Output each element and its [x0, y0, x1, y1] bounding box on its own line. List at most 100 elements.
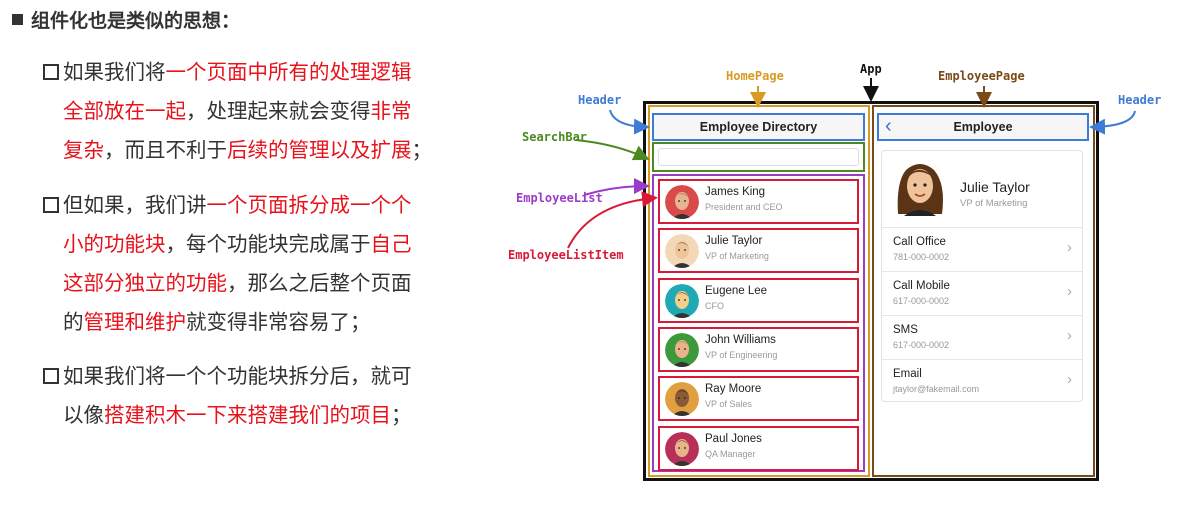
square-bullet-icon — [12, 14, 23, 25]
search-input[interactable] — [658, 148, 859, 166]
employee-list-item[interactable]: Ray Moore VP of Sales — [658, 376, 859, 422]
body-text: 以像 — [63, 403, 104, 427]
bullet-line: 的管理和维护就变得非常容易了； — [43, 303, 483, 342]
highlighted-text: 管理和维护 — [83, 310, 187, 334]
contact-action-label: SMS — [893, 324, 918, 336]
employee-header-title: Employee — [953, 120, 1013, 134]
employee-list-item[interactable]: Paul Jones QA Manager — [658, 425, 859, 471]
bullet-line: 复杂，而且不利于后续的管理以及扩展； — [43, 131, 483, 170]
employee-avatar — [665, 332, 699, 367]
body-text: ； — [411, 138, 433, 162]
app-annotation: App — [860, 62, 882, 76]
searchbar-frame — [652, 142, 865, 172]
contact-action-row[interactable]: Email jtaylor@fakemail.com › — [882, 359, 1082, 403]
employee-list-name: John Williams — [705, 333, 776, 346]
highlighted-text: 后续的管理以及扩展 — [227, 138, 412, 162]
body-text: ，那么之后整个页面 — [227, 271, 412, 295]
bullet-line: 以像搭建积木一下来搭建我们的项目； — [43, 396, 483, 435]
bullet-line: 全部放在一起，处理起来就会变得非常 — [43, 92, 483, 131]
body-text: 就变得非常容易了； — [186, 310, 371, 334]
bullet-point-2: 但如果，我们讲一个页面拆分成一个个小的功能块，每个功能块完成属于自己这部分独立的… — [43, 186, 483, 342]
employee-list-name: Julie Taylor — [705, 235, 763, 248]
body-text: ； — [391, 403, 412, 427]
body-text: 如果我们将 — [63, 60, 166, 84]
employee-detail-card: Julie Taylor VP of Marketing Call Office… — [881, 150, 1083, 402]
body-text: ，每个功能块完成属于 — [165, 232, 371, 256]
section-heading: 组件化也是类似的思想： — [12, 6, 240, 33]
contact-action-value: 617-000-0002 — [893, 340, 950, 350]
employee-avatar — [665, 185, 699, 219]
app-frame — [643, 101, 1099, 481]
contact-action-value: jtaylor@fakemail.com — [893, 384, 980, 394]
home-header-title: Employee Directory — [699, 120, 818, 134]
employee-avatar — [665, 234, 699, 269]
body-text: 的 — [63, 310, 84, 334]
employee-list-title: VP of Engineering — [705, 349, 778, 360]
bullet-line: 小的功能块，每个功能块完成属于自己 — [43, 225, 483, 264]
contact-action-label: Email — [893, 368, 922, 380]
employee-header: ‹ Employee — [877, 113, 1089, 141]
searchbar-annotation: SearchBar — [522, 130, 588, 144]
chevron-left-icon[interactable]: ‹ — [885, 115, 892, 137]
employee-avatar — [665, 431, 699, 466]
employee-list-item[interactable]: John Williams VP of Engineering — [658, 326, 859, 372]
contact-action-label: Call Mobile — [893, 280, 950, 292]
body-text: 如果我们将一个个功能块拆分后，就可 — [63, 364, 412, 388]
header-annotation-left: Header — [578, 93, 622, 107]
employee-avatar — [665, 283, 699, 318]
header-annotation-right: Header — [1118, 93, 1162, 107]
contact-action-row[interactable]: Call Mobile 617-000-0002 › — [882, 271, 1082, 315]
employeepage-annotation: EmployeePage — [938, 69, 1025, 83]
employee-list-name: Paul Jones — [705, 432, 762, 445]
highlighted-text: 非常 — [370, 99, 412, 123]
chevron-right-icon: › — [1067, 239, 1072, 256]
contact-action-row[interactable]: SMS 617-000-0002 › — [882, 315, 1082, 359]
highlighted-text: 自己 — [370, 232, 412, 256]
body-text: 但如果，我们讲 — [63, 193, 207, 217]
checkbox-bullet-icon — [43, 368, 59, 384]
chevron-right-icon: › — [1067, 327, 1072, 344]
employee-title: VP of Marketing — [960, 198, 1028, 209]
employee-list-name: Eugene Lee — [705, 284, 768, 297]
checkbox-bullet-icon — [43, 197, 59, 213]
employee-avatar — [665, 382, 699, 417]
employeelistitem-annotation: EmployeeListItem — [508, 248, 624, 262]
highlighted-text: 全部放在一起 — [63, 99, 186, 123]
bullet-point-3: 如果我们将一个个功能块拆分后，就可以像搭建积木一下来搭建我们的项目； — [43, 357, 483, 435]
contact-action-value: 617-000-0002 — [893, 296, 950, 306]
employee-list-title: VP of Sales — [705, 399, 752, 410]
employee-list-item[interactable]: Julie Taylor VP of Marketing — [658, 228, 859, 274]
highlighted-text: 小的功能块 — [63, 232, 166, 256]
bullet-point-1: 如果我们将一个页面中所有的处理逻辑全部放在一起，处理起来就会变得非常复杂，而且不… — [43, 53, 483, 170]
chevron-right-icon: › — [1067, 283, 1072, 300]
bullet-line: 这部分独立的功能，那么之后整个页面 — [43, 264, 483, 303]
julie-taylor-portrait — [897, 164, 943, 216]
contact-action-value: 781-000-0002 — [893, 252, 950, 262]
checkbox-bullet-icon — [43, 64, 59, 80]
highlighted-text: 一个页面中所有的处理逻辑 — [165, 60, 412, 84]
chevron-right-icon: › — [1067, 371, 1072, 388]
highlighted-text: 搭建积木一下来搭建我们的项目 — [104, 403, 391, 427]
employee-list-title: VP of Marketing — [705, 251, 769, 262]
contact-action-row[interactable]: Call Office 781-000-0002 › — [882, 227, 1082, 271]
highlighted-text: 一个页面拆分成一个个 — [206, 193, 412, 217]
employeelist-annotation: EmployeeList — [516, 191, 603, 205]
employee-list-name: Ray Moore — [705, 383, 762, 396]
body-text: ，而且不利于 — [104, 138, 227, 162]
homepage-annotation: HomePage — [726, 69, 784, 83]
employee-list-title: QA Manager — [705, 448, 756, 459]
highlighted-text: 这部分独立的功能 — [63, 271, 227, 295]
contact-action-label: Call Office — [893, 236, 946, 248]
bullet-line: 但如果，我们讲一个页面拆分成一个个 — [43, 186, 483, 225]
body-text: ，处理起来就会变得 — [186, 99, 371, 123]
employee-list-title: President and CEO — [705, 202, 783, 212]
highlighted-text: 复杂 — [63, 138, 104, 162]
employee-name: Julie Taylor — [960, 179, 1030, 195]
bullet-line: 如果我们将一个个功能块拆分后，就可 — [43, 357, 483, 396]
bullet-line: 如果我们将一个页面中所有的处理逻辑 — [43, 53, 483, 92]
employee-list-name: James King — [705, 186, 766, 198]
employee-list-title: CFO — [705, 300, 724, 311]
